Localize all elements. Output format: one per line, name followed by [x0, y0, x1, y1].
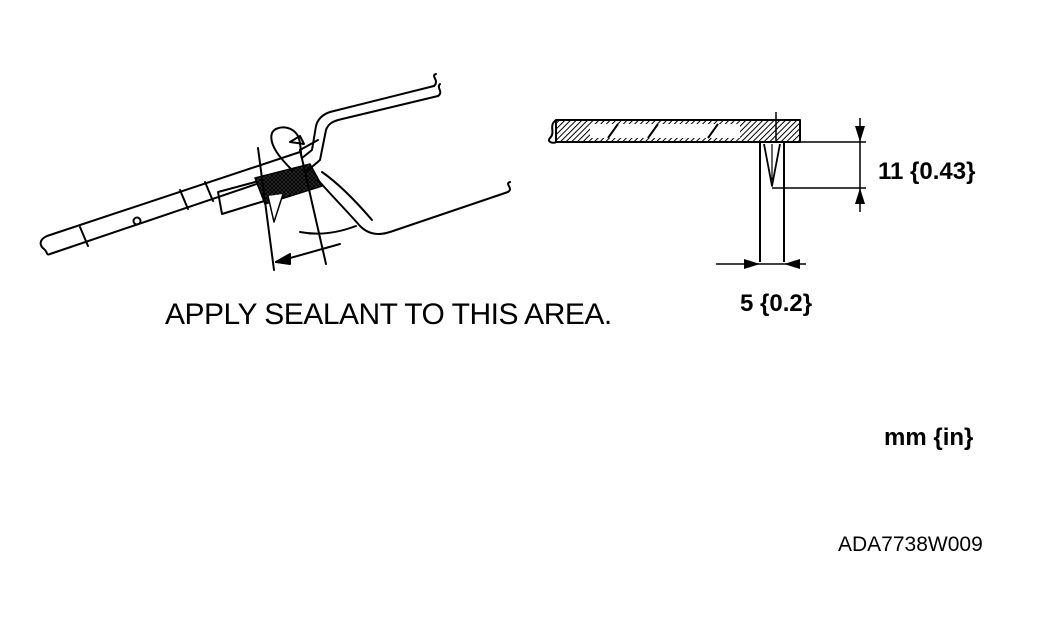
break-mark-left [39, 235, 51, 256]
lower-flange-inner [321, 171, 373, 221]
units-note: mm {in} [884, 424, 974, 451]
arrowhead [275, 253, 291, 265]
dim-arrow-right [744, 259, 760, 269]
sealant-notch [267, 193, 284, 223]
sealant-pointer [299, 139, 319, 151]
outer-panel [46, 151, 301, 255]
dim-arrow-down [855, 126, 865, 142]
lower-flange [317, 179, 509, 235]
upper-flange [270, 85, 435, 171]
dim-arrow-left [784, 259, 800, 269]
v-sealant [763, 143, 781, 187]
break-mark-right [507, 181, 511, 193]
panel-hole [132, 216, 142, 226]
panel-hatch-ticks [79, 181, 214, 247]
panel-section-drawing [39, 73, 511, 271]
clip-detail [289, 135, 305, 145]
width-dimension-label: 5 {0.2} [740, 290, 813, 317]
vertical-groove [759, 142, 785, 262]
height-dimension-label: 11 {0.43} [878, 158, 976, 185]
extension-line-1 [257, 147, 275, 271]
sealant-instruction-label: APPLY SEALANT TO THIS AREA. [165, 298, 612, 331]
extension-line-2 [299, 149, 327, 265]
break-mark-panel [547, 119, 557, 144]
dim-arrow-up [855, 188, 865, 204]
dimension-section-drawing [547, 112, 866, 269]
upper-flange-inner [305, 95, 439, 173]
lower-arc [299, 225, 357, 235]
figure-id: ADA7738W009 [838, 533, 983, 556]
break-mark-top [433, 73, 442, 97]
